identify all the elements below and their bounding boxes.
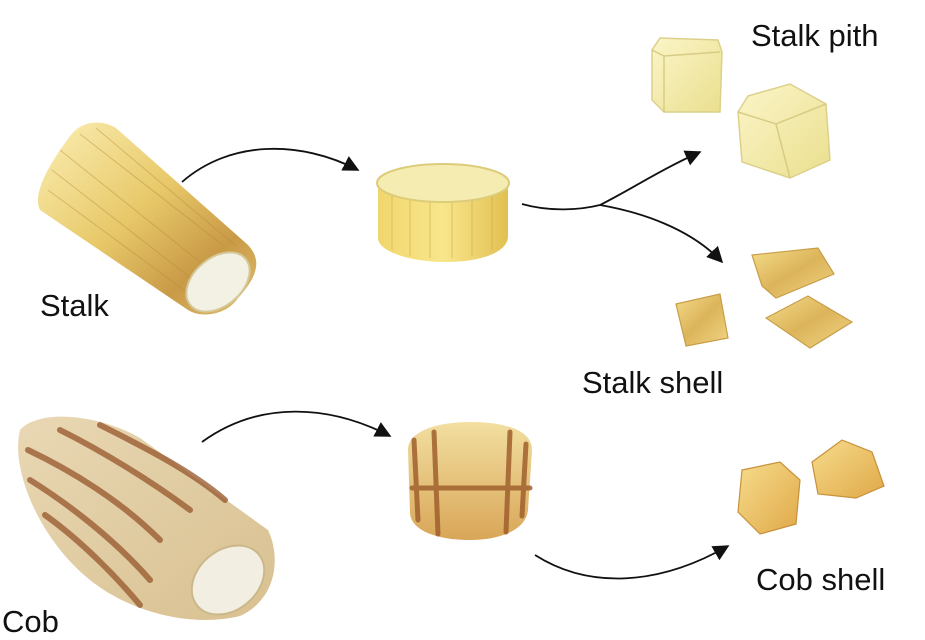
stalk-shell-piece-1 bbox=[751, 247, 835, 299]
stalk-pith-cube-1 bbox=[651, 37, 723, 113]
label-stalk-pith: Stalk pith bbox=[751, 18, 879, 53]
stalk-shell-piece-3 bbox=[764, 295, 854, 349]
label-stalk: Stalk bbox=[40, 288, 109, 323]
arrow-disk-to-cob-shell bbox=[534, 545, 730, 580]
label-cob-shell: Cob shell bbox=[756, 562, 886, 597]
stalk-image bbox=[37, 122, 257, 315]
cob-shell-piece-1 bbox=[737, 461, 801, 535]
stalk-shell-piece-2 bbox=[675, 293, 729, 347]
arrow-branch-to-shell bbox=[599, 204, 724, 264]
label-cob: Cob bbox=[2, 604, 59, 639]
arrow-branch-to-pith bbox=[599, 150, 702, 206]
stalk-pith-cube-2 bbox=[737, 83, 831, 179]
cob-disk-image bbox=[408, 422, 533, 540]
arrow-cob-to-disk bbox=[201, 410, 392, 443]
label-stalk-shell: Stalk shell bbox=[582, 365, 724, 400]
arrow-disk-to-branch bbox=[521, 203, 601, 211]
arrow-stalk-to-disk bbox=[181, 147, 360, 183]
stalk-disk-image bbox=[376, 163, 510, 262]
cob-image bbox=[18, 416, 275, 620]
cob-shell-piece-2 bbox=[811, 439, 885, 499]
